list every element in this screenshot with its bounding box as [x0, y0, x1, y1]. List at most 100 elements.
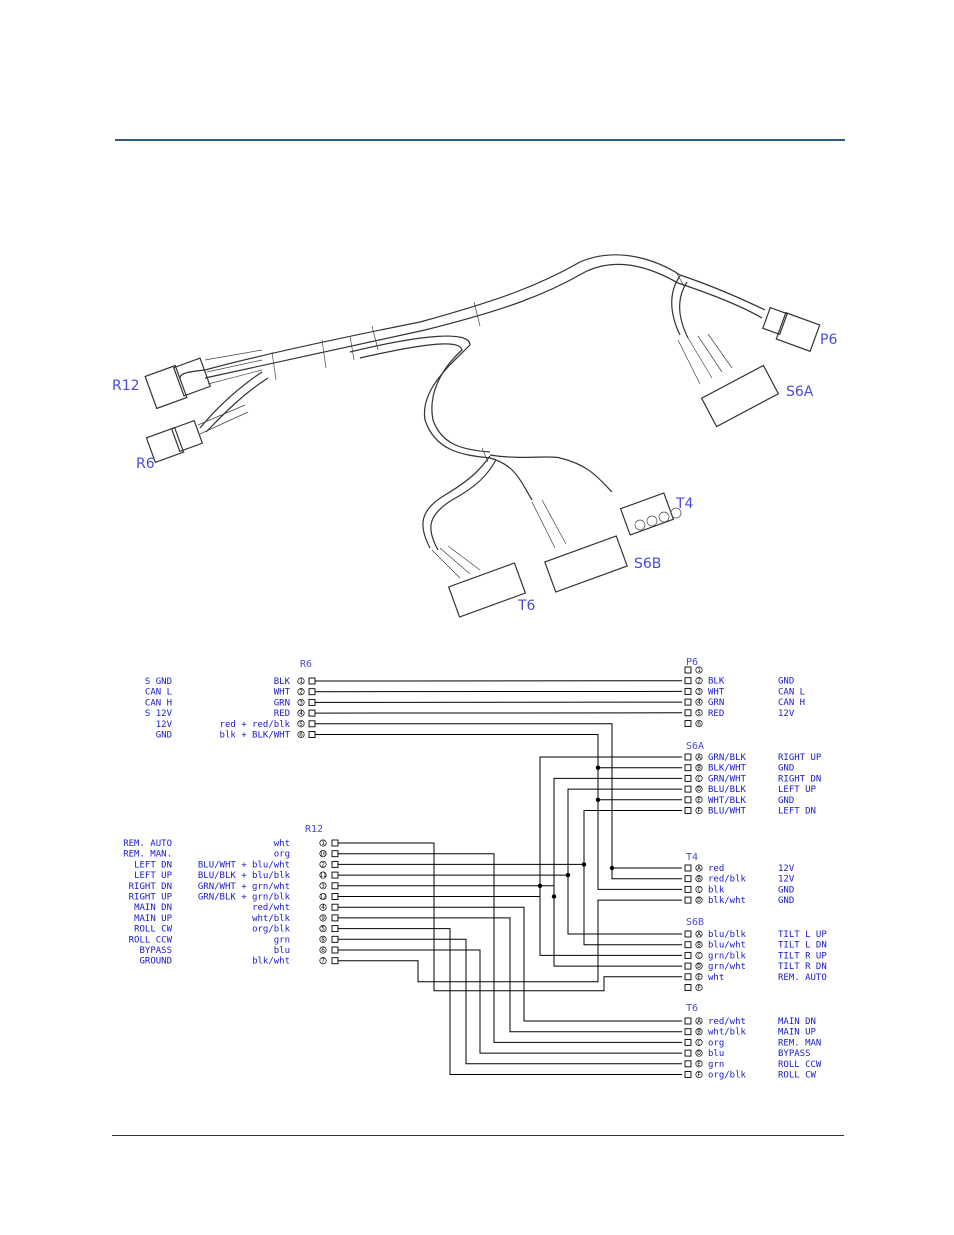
- wire: [567, 788, 682, 876]
- r6-wire: RED: [274, 709, 290, 719]
- r6-terminal: [308, 731, 316, 738]
- p6-pin: [695, 677, 703, 685]
- r12-pin: [319, 935, 327, 943]
- s6a-pin-label: E: [697, 797, 701, 804]
- r12-terminal: [331, 903, 339, 911]
- r12-func: LEFT DN: [134, 860, 172, 870]
- r12-wire: BLU/BLK + blu/blk: [198, 871, 291, 881]
- s6a-wire: BLU/BLK: [708, 785, 747, 795]
- r12-pin-label: 5: [321, 926, 325, 933]
- s6b-header: S6B: [686, 917, 704, 928]
- r12-pin: [319, 892, 327, 901]
- t6-pin-label: C: [697, 1039, 701, 1046]
- r12-pin-label: 12: [319, 894, 327, 901]
- r6-terminal: [308, 720, 316, 728]
- t4-terminal: [684, 875, 692, 883]
- t4-wire: red/blk: [708, 875, 747, 885]
- p6-pin: [695, 719, 703, 728]
- t4-pin: [695, 864, 703, 872]
- label-r12: R12: [112, 378, 140, 394]
- r6-wire: red + red/blk: [220, 720, 291, 730]
- s6a-terminal: [684, 785, 692, 793]
- t4-terminal: [684, 896, 692, 904]
- r12-wire: red/wht: [252, 903, 290, 913]
- s6b-func: REM. AUTO: [778, 973, 827, 983]
- wire: [338, 928, 682, 1075]
- t6-func: ROLL CCW: [778, 1060, 822, 1070]
- footer-rule: [112, 1135, 844, 1136]
- r6-terminal: [308, 698, 316, 706]
- r6-terminal: [308, 688, 316, 696]
- s6b-pin: [695, 983, 703, 992]
- r6-pin: [297, 730, 305, 739]
- r6-func: CAN L: [145, 688, 172, 698]
- r12-connector: [144, 349, 263, 410]
- s6a-func: RIGHT UP: [778, 753, 822, 763]
- p6-pin-label: 1: [697, 667, 701, 674]
- schematic-wires: [314, 680, 683, 1075]
- t4-pin: [695, 885, 703, 893]
- r12-wire: blk/wht: [252, 957, 290, 967]
- t4-pin: [695, 875, 703, 883]
- r12-func: RIGHT UP: [129, 893, 173, 903]
- r12-pin: [319, 860, 327, 868]
- s6a-terminal: [684, 807, 692, 814]
- r6-func: GND: [156, 731, 172, 741]
- r12-func: MAIN DN: [134, 903, 172, 913]
- t4-func: 12V: [778, 875, 795, 885]
- t6-terminal: [684, 1049, 692, 1057]
- r6-pin-label: 1: [299, 678, 303, 685]
- wire: [338, 842, 682, 992]
- r12-func: BYPASS: [139, 946, 172, 956]
- r6-func: 12V: [156, 720, 173, 730]
- r6-pin: [297, 698, 305, 706]
- p6-wire: WHT: [708, 687, 725, 697]
- label-s6a: S6A: [786, 384, 814, 400]
- t6-pin-label: F: [697, 1072, 701, 1079]
- junction-dot: [551, 894, 557, 899]
- s6a-wire: GRN/WHT: [708, 774, 747, 784]
- junction-dot: [537, 883, 543, 888]
- r12-func: GROUND: [139, 957, 172, 967]
- r6-header: R6: [300, 659, 312, 670]
- r12-func: REM. AUTO: [123, 839, 172, 849]
- wire: [553, 777, 682, 886]
- s6b-terminal: [684, 973, 692, 981]
- r12-pin: [319, 839, 327, 847]
- wire: [539, 756, 682, 897]
- t4-terminal: [684, 864, 692, 872]
- s6b-pin: [695, 973, 703, 981]
- label-r6: R6: [136, 456, 155, 472]
- t6-wire: org: [708, 1038, 724, 1048]
- p6-pin-label: 6: [697, 721, 701, 728]
- p6-pin: [695, 687, 703, 695]
- r12-pin-label: 8: [321, 936, 325, 943]
- r6-pin-label: 6: [299, 732, 303, 739]
- r6-pin-label: 5: [299, 721, 303, 728]
- r12-pin: [319, 957, 327, 965]
- wire: [539, 896, 682, 956]
- t6-terminal: [684, 1060, 692, 1068]
- t6-wire: grn: [708, 1060, 724, 1070]
- t6-terminal: [684, 1028, 692, 1036]
- r12-wire: BLU/WHT + blu/wht: [198, 860, 290, 870]
- s6b-terminal: [684, 941, 692, 949]
- s6b-pin: [695, 930, 703, 938]
- s6a-pin: [695, 785, 703, 793]
- s6b-pin-label: B: [697, 942, 701, 949]
- p6-wire: RED: [708, 709, 724, 719]
- t6-terminal: [684, 1071, 692, 1078]
- t6-wire: wht/blk: [708, 1028, 747, 1038]
- r6-wire: blk + BLK/WHT: [220, 731, 291, 741]
- r12-terminal: [331, 860, 339, 868]
- r12-pin-label: 9: [321, 915, 325, 922]
- t6-pin: [695, 1070, 703, 1079]
- r6-pin: [297, 709, 305, 717]
- s6a-pin-label: F: [697, 808, 701, 815]
- s6a-pin-label: C: [697, 775, 701, 782]
- s6a-pin: [695, 753, 703, 761]
- wire: [338, 906, 682, 1022]
- r6-pin-label: 4: [299, 710, 303, 717]
- wire: [583, 810, 682, 865]
- s6b-func: TILT L UP: [778, 930, 827, 940]
